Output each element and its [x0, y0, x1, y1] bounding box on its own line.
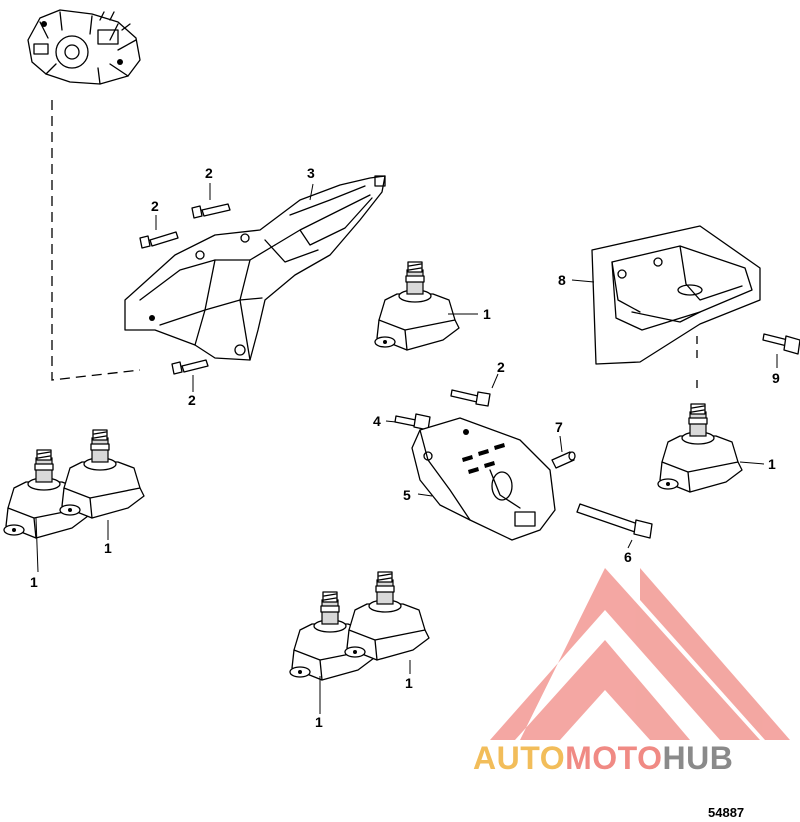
pin-7 [551, 451, 576, 469]
callout-3: 3 [307, 165, 315, 181]
callout-leaders [35, 183, 778, 714]
callout-6: 6 [624, 549, 632, 565]
bolt-6 [576, 503, 653, 539]
callout-2-left: 2 [151, 198, 159, 214]
callout-5: 5 [403, 487, 411, 503]
callout-2-top: 2 [205, 165, 213, 181]
callout-1-upper: 1 [483, 306, 491, 322]
engine-mount-pair-left [3, 429, 145, 539]
bolt-4 [394, 413, 431, 431]
callout-1-bottom-b: 1 [405, 675, 413, 691]
engine-dashed-leader [51, 100, 141, 381]
callout-2-center: 2 [497, 359, 505, 375]
figure-id: 54887 [708, 805, 745, 820]
callout-8: 8 [558, 272, 566, 288]
callouts: 3 2 2 2 2 1 8 9 4 7 5 6 1 1 1 1 1 [30, 165, 780, 730]
watermark-logo [490, 568, 790, 740]
bolt-9 [762, 333, 800, 355]
mount-bracket-5 [411, 417, 556, 541]
engine-mount-upper [374, 261, 460, 351]
bolt-2c [171, 359, 209, 375]
callout-1-right: 1 [768, 456, 776, 472]
callout-2-bottom: 2 [188, 392, 196, 408]
engine-mount-pair-bottom [289, 571, 430, 681]
watermark-hub: HUB [662, 740, 734, 776]
bolt-2b [191, 203, 231, 219]
bolt-2d [450, 389, 491, 407]
watermark-moto: MOTO [565, 740, 663, 776]
callout-9: 9 [772, 370, 780, 386]
callout-4: 4 [373, 413, 381, 429]
bolt-2a [139, 231, 179, 249]
callout-1-bottom-a: 1 [315, 714, 323, 730]
watermark-auto: AUTO [473, 740, 566, 776]
callout-1-left-a: 1 [30, 574, 38, 590]
callout-1-left-b: 1 [104, 540, 112, 556]
engine-bracket [124, 175, 386, 361]
watermark-brand: AUTOMOTOHUB [473, 740, 733, 777]
callout-7: 7 [555, 419, 563, 435]
engine-mount-right [657, 403, 743, 493]
engine-illustration [27, 9, 141, 85]
mount-bracket-8 [591, 225, 761, 365]
